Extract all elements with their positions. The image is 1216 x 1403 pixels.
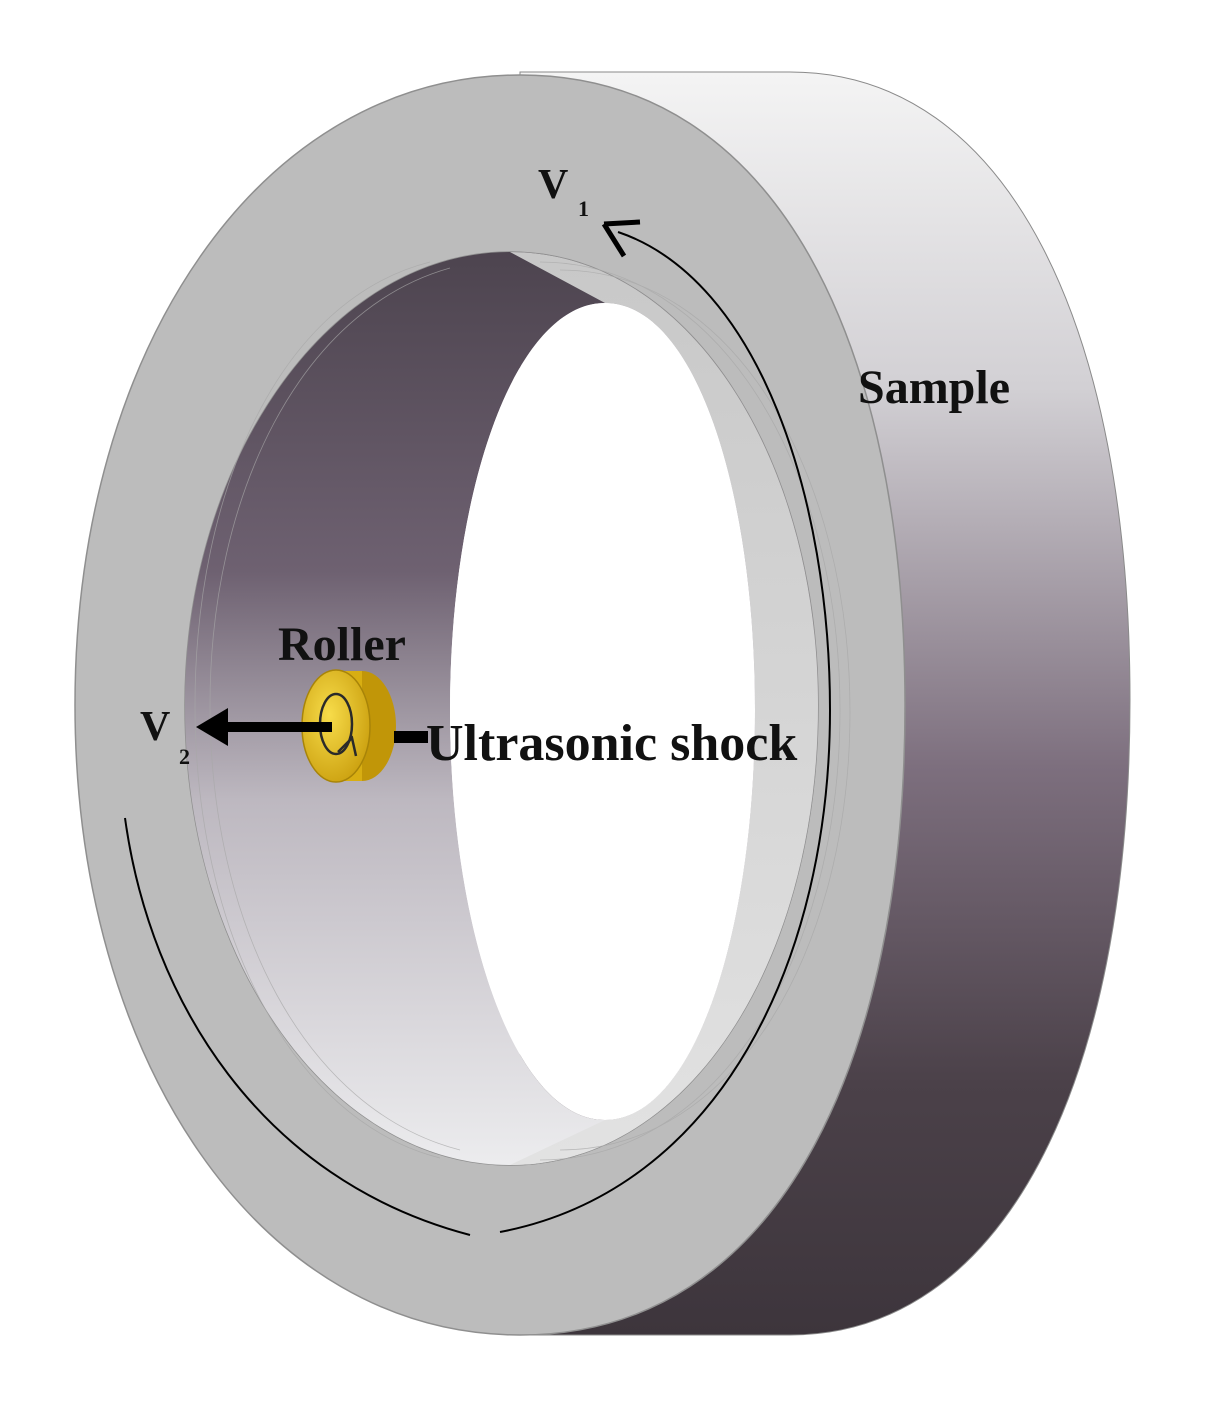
- v2-label: V: [140, 704, 170, 750]
- roller: [301, 669, 396, 783]
- rotation-arc-left: [124, 817, 471, 1236]
- v2-arrow-icon: [196, 708, 332, 746]
- bore-inner-surface: [185, 252, 818, 1165]
- v1-arrow-icon: [601, 219, 641, 258]
- bore-right-rim: [510, 252, 818, 1165]
- rotation-arc-right: [499, 231, 832, 1233]
- bore-opening: [450, 303, 755, 1120]
- sample-label: Sample: [858, 361, 1010, 414]
- roller-label: Roller: [278, 618, 406, 671]
- rim-texture-lines: [194, 261, 851, 1161]
- v1-label: V: [538, 162, 568, 208]
- v1-subscript: 1: [578, 196, 589, 221]
- v2-subscript: 2: [179, 744, 190, 769]
- ultrasonic-shock-label: Ultrasonic shock: [426, 715, 797, 772]
